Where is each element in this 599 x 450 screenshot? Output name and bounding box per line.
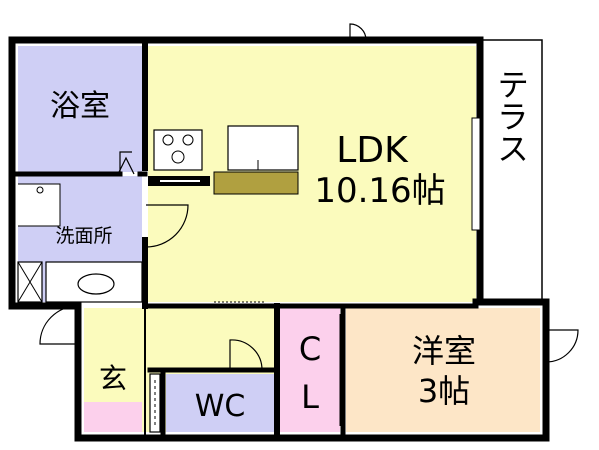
doors: [39, 23, 579, 371]
sink-icon: [227, 125, 299, 171]
shoe-storage: [149, 373, 161, 433]
western-name-label: 洋室: [412, 332, 476, 370]
wc-label: WC: [195, 389, 246, 424]
western-size-label: 3帖: [418, 372, 470, 410]
washroom-fixtures: [17, 183, 143, 303]
ldk-room: [148, 46, 476, 302]
entrance-label: 玄: [99, 362, 127, 395]
western-room: [346, 308, 540, 432]
terrace-label: テラス: [492, 68, 530, 164]
terrace-sliding-door: [471, 117, 481, 231]
stove-icon: [153, 129, 203, 171]
closet-room: [280, 308, 340, 432]
bath-label: 浴室: [50, 89, 110, 124]
terrace-area: [479, 39, 543, 303]
closet-c-label: C: [299, 330, 321, 368]
wc-room: [166, 374, 274, 432]
closet-l-label: L: [301, 378, 319, 416]
bath-room: [18, 46, 142, 172]
entrance-floor: [84, 402, 142, 432]
washroom-label: 洗面所: [55, 225, 112, 247]
sink-basin-icon: [77, 273, 115, 295]
ldk-name-label: LDK: [336, 130, 409, 171]
ldk-size-label: 10.16帖: [314, 171, 445, 211]
kitchen-counter: [213, 171, 299, 195]
kitchen: [148, 125, 299, 195]
